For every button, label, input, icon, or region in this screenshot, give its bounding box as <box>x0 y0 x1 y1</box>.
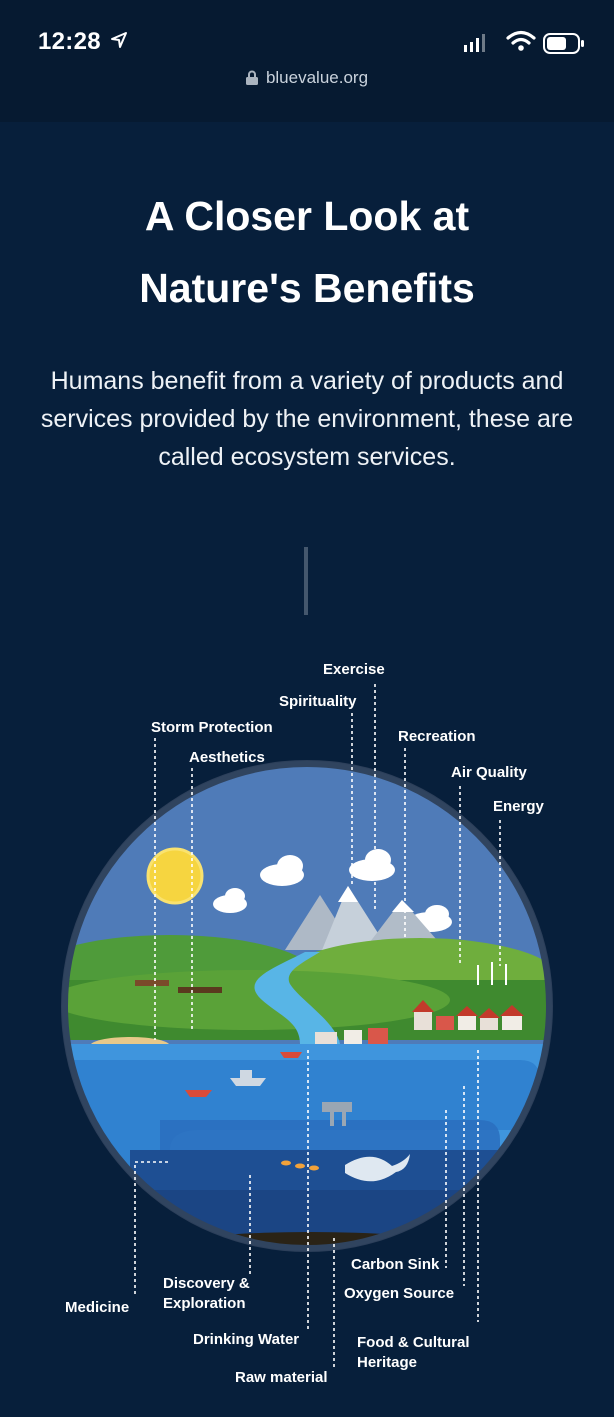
ecosystem-services-infographic: Exercise Spirituality Storm Protection A… <box>0 650 614 1400</box>
label-carbon-sink: Carbon Sink <box>351 1256 440 1273</box>
label-discovery-line-1: Discovery & <box>163 1275 250 1292</box>
label-food-line-1: Food & Cultural <box>357 1334 470 1351</box>
label-food-cultural-heritage: Food & Cultural Heritage <box>357 1333 470 1373</box>
section-divider <box>304 547 308 615</box>
ecosystem-globe-illustration <box>61 684 553 1370</box>
label-exercise: Exercise <box>323 661 385 678</box>
battery-icon <box>543 33 584 54</box>
status-bar: 12:28 bluevalue.org <box>0 0 614 122</box>
label-recreation: Recreation <box>398 728 476 745</box>
url-bar[interactable]: bluevalue.org <box>0 68 614 88</box>
intro-paragraph: Humans benefit from a variety of product… <box>40 367 574 471</box>
location-arrow-icon <box>111 32 127 48</box>
cellular-signal-icon <box>464 34 485 52</box>
label-energy: Energy <box>493 798 544 815</box>
url-text: bluevalue.org <box>265 68 369 87</box>
label-raw-material: Raw material <box>235 1369 328 1386</box>
label-food-line-2: Heritage <box>357 1354 418 1371</box>
label-air-quality: Air Quality <box>451 764 527 781</box>
label-spirituality: Spirituality <box>279 693 357 710</box>
label-oxygen-source: Oxygen Source <box>344 1285 455 1302</box>
label-drinking-water: Drinking Water <box>193 1331 300 1348</box>
label-medicine: Medicine <box>65 1299 130 1316</box>
label-discovery-line-2: Exploration <box>163 1295 246 1312</box>
lock-icon <box>245 70 258 85</box>
wifi-icon <box>506 30 536 51</box>
label-storm-protection: Storm Protection <box>151 719 273 736</box>
label-discovery-exploration: Discovery & Exploration <box>163 1274 250 1314</box>
page-title: A Closer Look at Nature's Benefits <box>0 180 614 324</box>
status-time: 12:28 <box>38 28 101 55</box>
title-line-1: A Closer Look at <box>144 193 470 239</box>
title-line-2: Nature's Benefits <box>139 265 475 311</box>
label-aesthetics: Aesthetics <box>189 749 265 766</box>
